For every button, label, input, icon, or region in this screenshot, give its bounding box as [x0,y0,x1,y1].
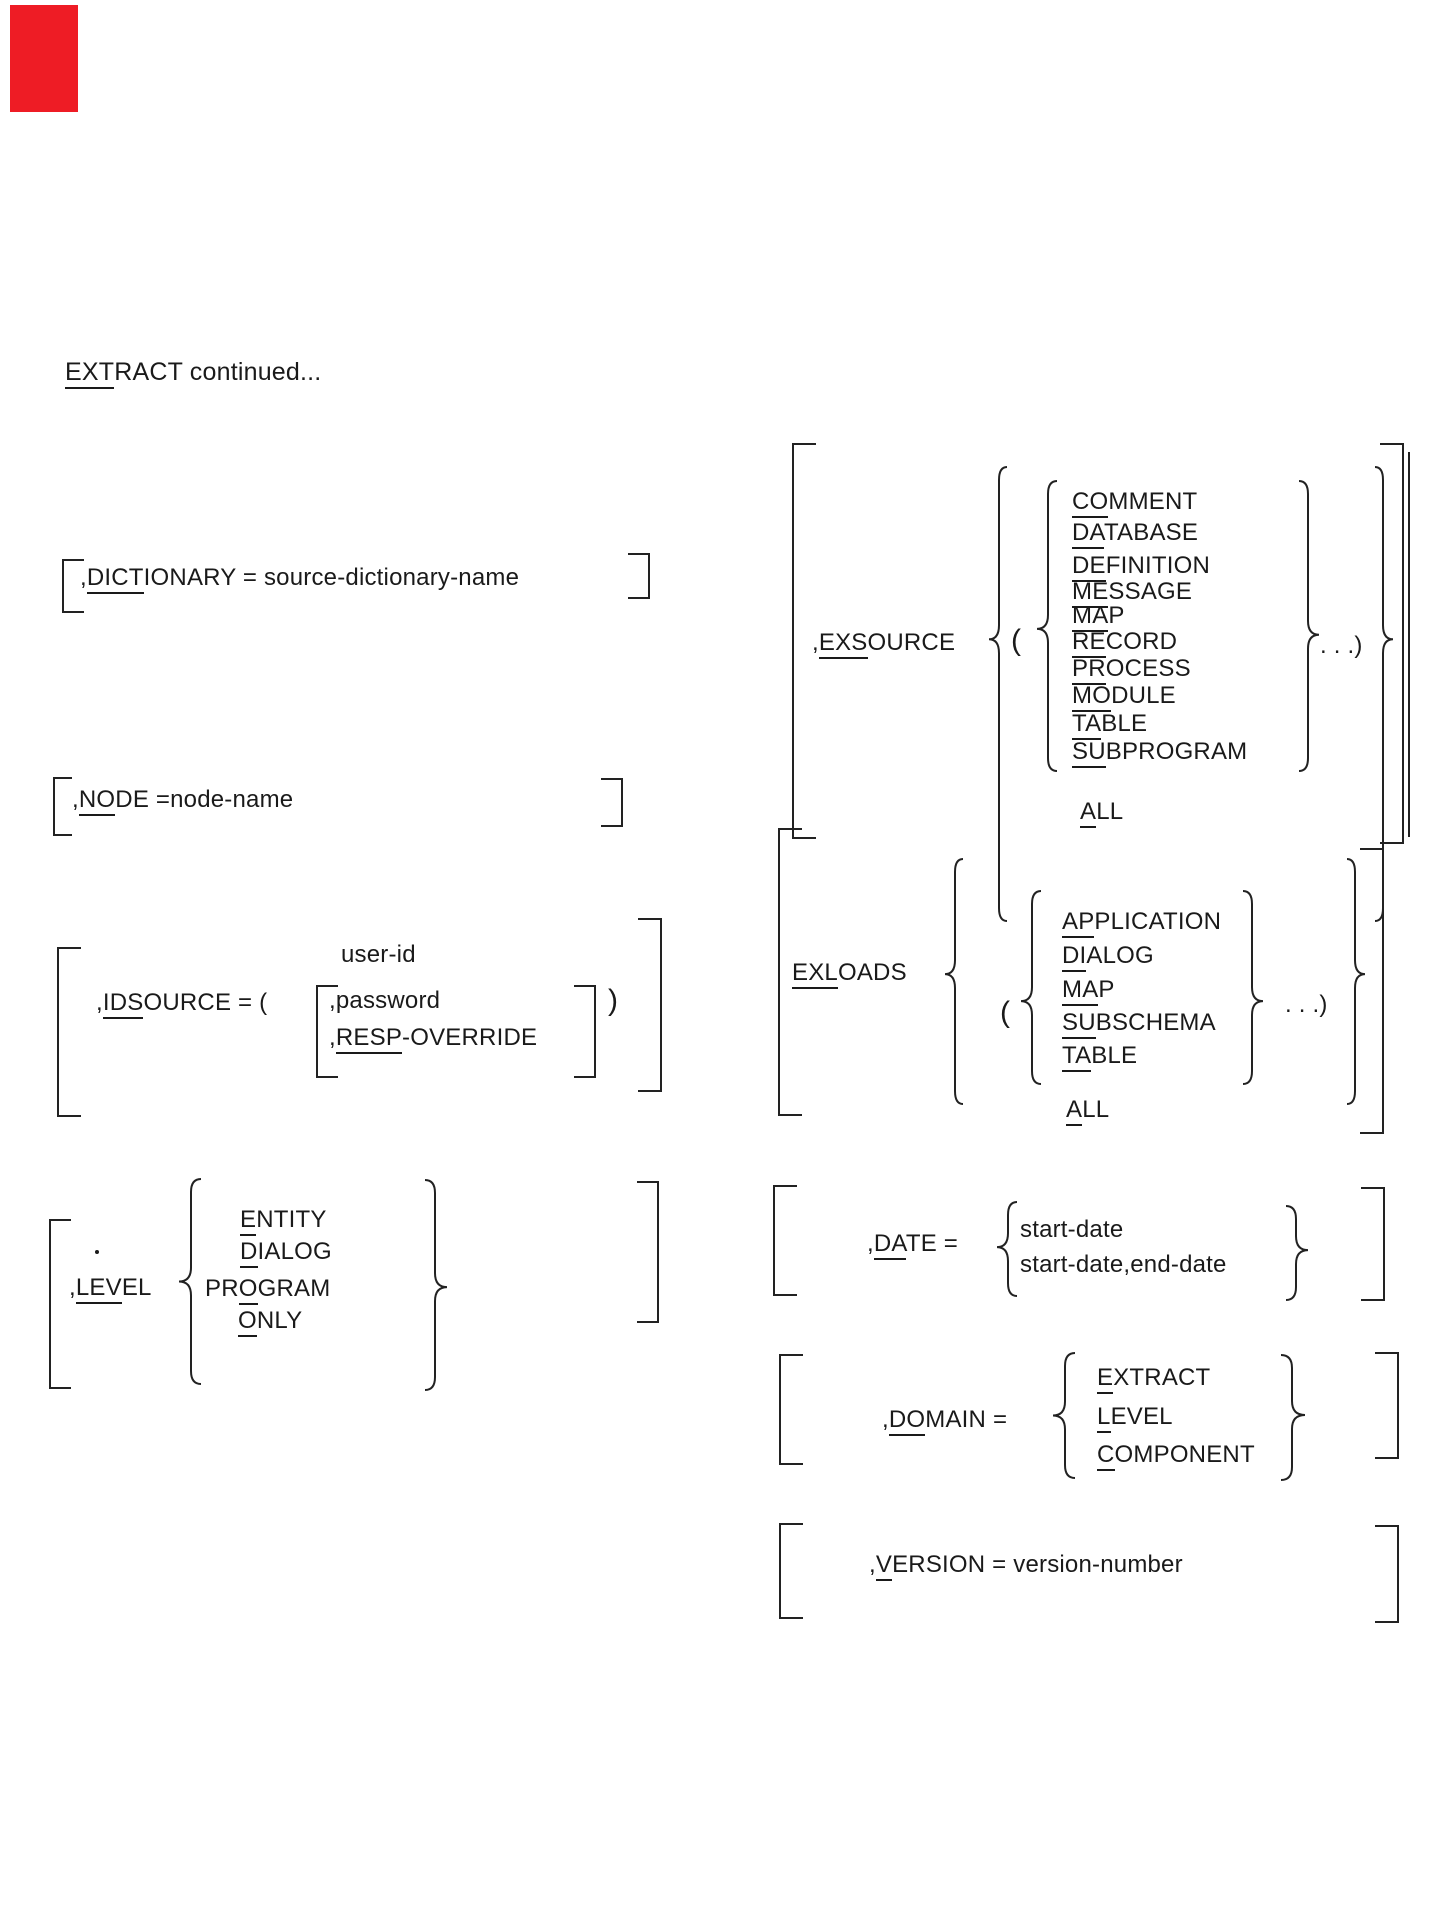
level-option-program: PROGRAM [205,1275,330,1305]
exloads-right-bracket [1360,848,1384,1134]
dictionary-clause: ,DICTIONARY = source-dictionary-name [80,564,519,594]
exloads-clause: EXLOADS [792,959,907,989]
level-option-entity: ENTITY [240,1206,327,1236]
date-option-start-end-date: start-date,end-date [1020,1251,1227,1278]
domain-option-level: LEVEL [1097,1403,1173,1433]
date-clause: ,DATE = [867,1230,958,1260]
exsource-option-subprogram: SUBPROGRAM [1072,738,1247,768]
level-left-bracket [49,1219,71,1389]
idsource-outer-left-bracket [57,947,81,1117]
level-right-bracket [637,1181,659,1323]
exloads-open-paren: ( [1000,996,1011,1029]
idsource-inner-left-bracket [316,985,338,1078]
date-right-bracket [1361,1187,1385,1301]
stray-dot-mark [95,1250,99,1254]
exsource-option-module: MODULE [1072,682,1176,712]
exsource-right-bracket [1380,443,1404,844]
node-right-bracket [601,778,623,827]
idsource-clause: ,IDSOURCE = ( [96,989,267,1019]
exsource-option-message: MESSAGE [1072,578,1192,608]
exloads-option-all: ALL [1066,1096,1109,1126]
node-left-bracket [53,777,72,836]
idsource-outer-right-bracket [638,918,662,1092]
exsource-option-table: TABLE [1072,710,1147,740]
level-clause: ,LEVEL [69,1274,152,1304]
level-right-brace [424,1179,448,1391]
date-right-brace [1285,1205,1309,1301]
exsource-outer-left-brace [988,466,1008,922]
date-left-bracket [773,1185,797,1296]
version-left-bracket [779,1523,803,1619]
node-clause: ,NODE =node-name [72,786,293,816]
exsource-right-bracket-double-line [1408,452,1410,837]
exsource-option-comment: COMMENT [1072,488,1197,518]
dictionary-right-bracket [628,553,650,599]
exloads-option-table: TABLE [1062,1042,1137,1072]
exsource-inner-left-brace [1036,480,1058,772]
exloads-inner-right-brace [1242,890,1264,1085]
level-option-only: ONLY [238,1307,302,1337]
exloads-option-dialog: DIALOG [1062,942,1154,972]
date-left-brace [996,1201,1018,1297]
idsource-option-password: ,password [329,987,441,1014]
exsource-outer-left-bracket [792,443,816,839]
domain-clause: ,DOMAIN = [882,1406,1007,1436]
page-title: EXTRACT continued... [65,357,321,389]
exloads-outer-left-bracket [778,828,802,1116]
date-option-start-date: start-date [1020,1216,1124,1243]
exsource-inner-right-brace [1298,480,1320,772]
domain-option-component: COMPONENT [1097,1441,1255,1471]
exsource-option-database: DATABASE [1072,519,1198,549]
red-scan-mark [10,5,78,112]
exsource-option-all: ALL [1080,798,1123,828]
exloads-option-map: MAP [1062,976,1115,1006]
exloads-outer-left-brace [944,858,964,1105]
exsource-option-record: RECORD [1072,628,1177,658]
exloads-option-subschema: SUBSCHEMA [1062,1009,1216,1039]
dictionary-left-bracket [62,559,84,613]
exloads-inner-left-brace [1020,890,1042,1085]
version-clause: ,VERSION = version-number [869,1551,1183,1581]
exsource-clause: ,EXSOURCE [812,629,955,659]
exloads-outer-right-brace [1346,858,1366,1105]
idsource-inner-right-bracket [574,985,596,1078]
exsource-option-process: PROCESS [1072,655,1191,685]
exsource-open-paren: ( [1011,624,1022,657]
exloads-option-application: APPLICATION [1062,908,1221,938]
domain-right-brace [1280,1354,1306,1481]
exsource-repeat-mark: . . .) [1320,632,1363,659]
domain-left-bracket [779,1354,803,1465]
idsource-option-user-id: user-id [341,941,416,968]
level-left-brace [178,1178,202,1385]
exloads-repeat-mark: . . .) [1285,991,1328,1018]
exsource-option-map: MAP [1072,602,1125,632]
exsource-option-definition: DEFINITION [1072,552,1210,582]
domain-right-bracket [1375,1352,1399,1459]
idsource-close-paren: ) [608,984,619,1017]
level-option-dialog: DIALOG [240,1238,332,1268]
domain-left-brace [1052,1352,1076,1479]
idsource-option-resp-override: ,RESP-OVERRIDE [329,1024,537,1054]
domain-option-extract: EXTRACT [1097,1364,1210,1394]
version-right-bracket [1375,1525,1399,1623]
